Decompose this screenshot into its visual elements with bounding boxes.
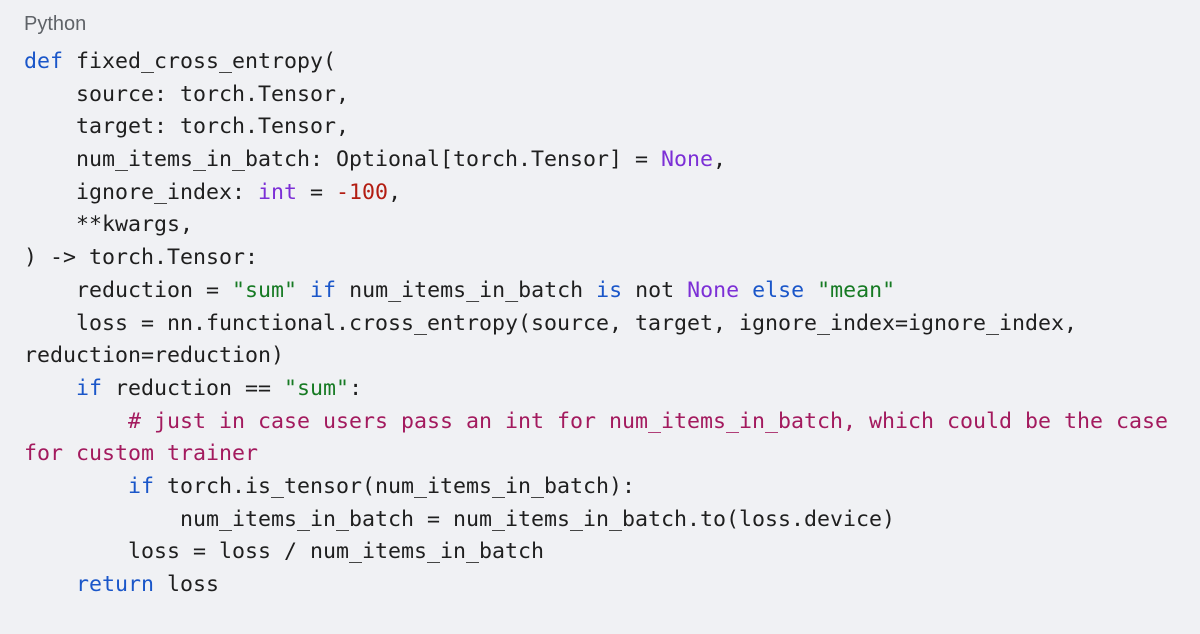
code-comment: for custom trainer xyxy=(24,441,259,467)
code-string: "sum" xyxy=(232,277,298,303)
code-line: num_items_in_batch: Optional[torch.Tenso… xyxy=(24,144,1200,177)
code-text: ignore_index: xyxy=(24,179,259,205)
code-builtin: None xyxy=(661,147,714,173)
code-line: for custom trainer xyxy=(24,438,1200,471)
code-text: num_items_in_batch xyxy=(336,277,597,303)
code-text xyxy=(804,278,817,303)
code-builtin: None xyxy=(687,277,740,303)
code-line: target: torch.Tensor, xyxy=(24,111,1200,144)
code-text: fixed_cross_entropy( xyxy=(63,49,337,74)
code-text: torch.is_tensor(num_items_in_batch): xyxy=(154,473,636,499)
code-line: def fixed_cross_entropy( xyxy=(24,46,1200,79)
code-string: "mean" xyxy=(817,277,896,303)
code-builtin: int xyxy=(258,179,298,205)
code-line: ignore_index: int = -100, xyxy=(24,177,1200,210)
code-keyword: return xyxy=(76,572,155,597)
code-text: reduction=reduction) xyxy=(24,343,285,369)
code-text: source: torch.Tensor, xyxy=(24,81,350,107)
code-line: ) -> torch.Tensor: xyxy=(24,242,1200,275)
code-line: # just in case users pass an int for num… xyxy=(24,406,1200,439)
code-language-label: Python xyxy=(24,13,87,35)
code-text: target: torch.Tensor, xyxy=(24,114,350,140)
code-line: source: torch.Tensor, xyxy=(24,79,1200,112)
code-line: **kwargs, xyxy=(24,209,1200,242)
code-line: reduction = "sum" if num_items_in_batch … xyxy=(24,275,1200,308)
code-text: reduction = xyxy=(24,277,233,303)
code-text: num_items_in_batch: Optional[torch.Tenso… xyxy=(24,147,662,173)
code-keyword: if xyxy=(76,375,103,401)
code-content[interactable]: def fixed_cross_entropy( source: torch.T… xyxy=(24,46,1200,602)
code-text xyxy=(297,278,310,303)
code-text: not xyxy=(622,277,688,303)
code-text xyxy=(24,474,128,499)
code-keyword: if xyxy=(128,473,155,499)
code-number: -100 xyxy=(336,179,389,205)
code-text: , xyxy=(713,147,727,173)
code-text xyxy=(24,376,76,401)
code-text: loss = loss / num_items_in_batch xyxy=(24,539,545,565)
code-text xyxy=(24,572,76,597)
code-comment: # just in case users pass an int for num… xyxy=(24,408,1169,434)
code-string: "sum" xyxy=(284,375,350,401)
code-keyword: def xyxy=(24,49,64,74)
code-text: num_items_in_batch = num_items_in_batch.… xyxy=(24,506,896,532)
code-text xyxy=(739,278,752,303)
code-text: reduction == xyxy=(102,375,285,401)
code-text: loss = nn.functional.cross_entropy(sourc… xyxy=(24,310,1078,336)
code-text: ) -> torch.Tensor: xyxy=(24,245,259,271)
code-text: **kwargs, xyxy=(24,212,194,238)
code-text: , xyxy=(388,179,402,205)
code-line: if torch.is_tensor(num_items_in_batch): xyxy=(24,471,1200,504)
code-line: if reduction == "sum": xyxy=(24,373,1200,406)
code-line: loss = nn.functional.cross_entropy(sourc… xyxy=(24,308,1200,341)
code-line: num_items_in_batch = num_items_in_batch.… xyxy=(24,504,1200,537)
code-keyword: if xyxy=(310,277,337,303)
code-text: = xyxy=(297,179,337,205)
code-keyword: else xyxy=(752,277,805,303)
code-text: : xyxy=(349,375,363,401)
code-line: reduction=reduction) xyxy=(24,340,1200,373)
code-line: loss = loss / num_items_in_batch xyxy=(24,536,1200,569)
code-text: loss xyxy=(154,572,220,597)
code-keyword: is xyxy=(596,277,623,303)
code-line: return loss xyxy=(24,569,1200,602)
